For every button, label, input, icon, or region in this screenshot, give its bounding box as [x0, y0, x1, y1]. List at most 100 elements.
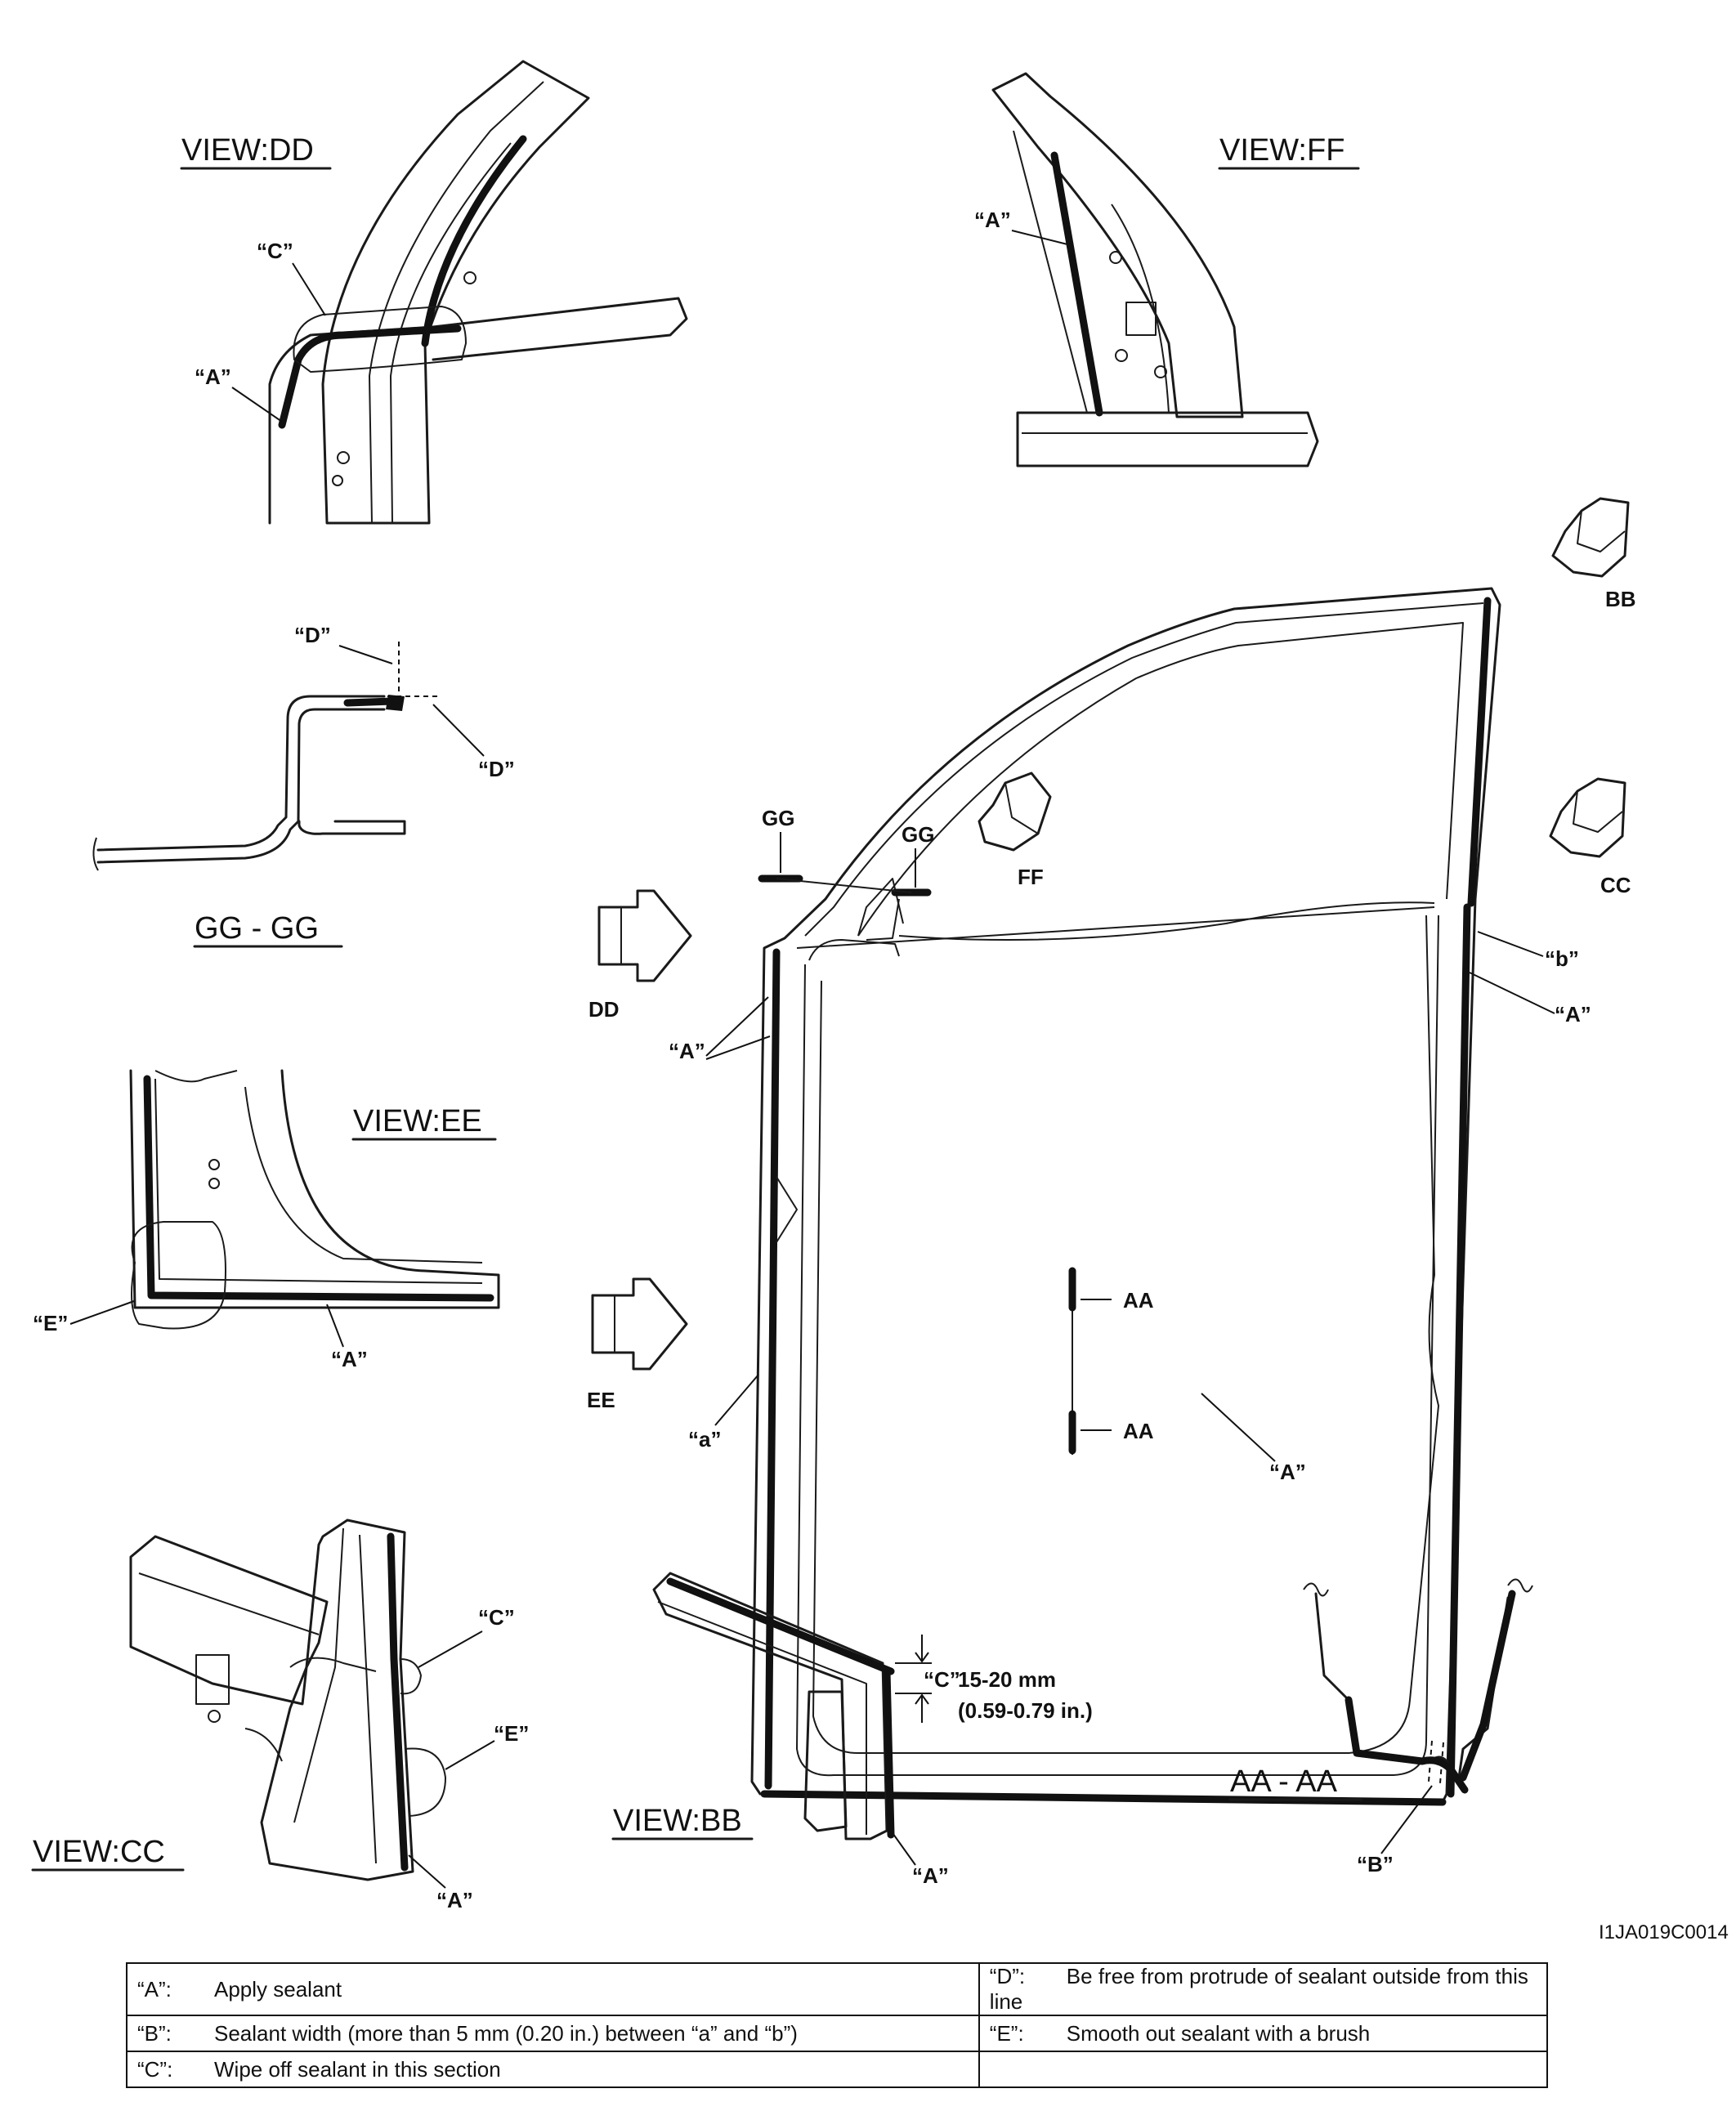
aa-sealant-inner: [1345, 1696, 1455, 1773]
aa-title: AA - AA: [1230, 1764, 1338, 1799]
gg-lower-flange: [298, 820, 406, 835]
cc-bracket: [195, 1654, 230, 1705]
door-inner-panel-2: [812, 915, 1439, 1754]
cc-label-c: “C”: [478, 1605, 515, 1630]
gg-leader-d-right: [432, 704, 485, 757]
legend-cell-d: “D”:Be free from protrude of sealant out…: [978, 1962, 1549, 2016]
legend-cell-b: “B”:Sealant width (more than 5 mm (0.20 …: [126, 2015, 980, 2052]
door-outer-outline: [750, 587, 1501, 1804]
aa-break-right: [1507, 1578, 1533, 1593]
ff-label-a: “A”: [974, 208, 1011, 232]
cc-leader-e: [445, 1740, 495, 1770]
ee-inner-edge: [154, 1078, 483, 1284]
cc-hole: [208, 1710, 221, 1723]
cc-wipe-zone: [400, 1658, 422, 1695]
view-arrow-dd: DD: [588, 889, 692, 1022]
door-belt-line-2: [796, 906, 1435, 949]
dd-wipe-zone: [293, 306, 467, 373]
cc-sealant: [387, 1532, 409, 1872]
arrow-dd-shape: [597, 889, 692, 982]
bb-dim-mm: 15-20 mm: [958, 1667, 1056, 1692]
legend-row: “C”:Wipe off sealant in this section: [126, 2051, 1549, 2088]
dd-pillar-outer: [321, 60, 590, 525]
door-label-a-rear: “A”: [1555, 1002, 1591, 1026]
door-inner-corner: [808, 939, 900, 961]
ff-cube-label: FF: [1018, 865, 1044, 889]
legend-key: “A”:: [137, 1976, 172, 2001]
ff-edge: [1013, 130, 1088, 414]
section-aa: “B” AA - AA: [1228, 1578, 1533, 1876]
aa-width-line-1: [1428, 1740, 1433, 1782]
arrow-ee-shape: [591, 1277, 688, 1371]
ff-leader-a: [1011, 230, 1072, 246]
door-sealant-rear: [1447, 903, 1471, 1798]
gg-label-d-right: “D”: [478, 757, 515, 781]
door-quarter: [866, 898, 900, 941]
gg-ref-right: GG: [902, 822, 934, 847]
aa-leader-b: [1380, 1785, 1433, 1854]
dd-sealant-bead: [278, 324, 462, 429]
door-front-bend: [776, 1176, 798, 1243]
door-leader-a-front-2: [705, 1035, 771, 1060]
door-vent-frame: [857, 878, 904, 937]
bb-dim-inch: (0.59-0.79 in.): [958, 1698, 1093, 1723]
view-bb: “C” 15-20 mm (0.59-0.79 in.) “A” VIEW:BB: [611, 1572, 1093, 1888]
view-cc: “C” “E” “A” VIEW:CC: [31, 1518, 529, 1912]
door-leader-a-rear: [1469, 972, 1555, 1014]
legend-cell-c: “C”:Wipe off sealant in this section: [126, 2051, 980, 2088]
door-label-b-lower: “b”: [1545, 946, 1579, 971]
front-door: GG GG AA AA “A” “A” “b” “A” “a”: [669, 587, 1591, 1806]
aa-outer-skin: [1459, 1590, 1516, 1782]
bb-cube-label: BB: [1605, 587, 1636, 611]
cc-cube: [1549, 777, 1626, 858]
dd-hole: [332, 475, 343, 486]
gg-sealant: [343, 697, 396, 707]
cc-pillar-inner: [359, 1534, 377, 1864]
legend-row: “B”:Sealant width (more than 5 mm (0.20 …: [126, 2015, 1549, 2052]
gg-leader-d-top: [338, 645, 393, 664]
legend-key: “E”:: [989, 2020, 1024, 2046]
dd-label-a: “A”: [195, 365, 231, 389]
figure-code: I1JA019C0014: [1599, 1921, 1729, 1943]
dd-lower-panel: [268, 325, 435, 525]
gg-ref-left: GG: [762, 806, 794, 830]
bb-sealant-top: [666, 1577, 895, 1675]
view-bb-title: VIEW:BB: [613, 1804, 742, 1838]
legend-table: “A”:Apply sealant “D”:Be free from protr…: [126, 1962, 1549, 2088]
door-sealant-front: [764, 948, 781, 1790]
view-marker-bb: BB: [1551, 497, 1636, 611]
view-marker-cc: CC: [1549, 777, 1631, 897]
bb-cube: [1551, 497, 1630, 578]
door-frame-inner: [857, 622, 1464, 937]
door-leader-a-front-1: [705, 996, 769, 1057]
legend-cell-empty: [978, 2051, 1549, 2088]
door-leader-a-bottom: [1201, 1393, 1276, 1462]
gg-panel-inner: [96, 708, 386, 864]
ee-top-notch: [154, 1070, 238, 1083]
view-ee-title: VIEW:EE: [353, 1104, 482, 1138]
gg-panel-outer: [96, 695, 386, 852]
ee-curve: [244, 1086, 483, 1264]
cc-pillar: [260, 1518, 414, 1881]
door-sealant-frame-rear: [1467, 597, 1492, 907]
ee-label-a: “A”: [331, 1347, 368, 1371]
ee-hole: [208, 1159, 220, 1170]
bb-label-a: “A”: [912, 1863, 949, 1888]
ff-pillar: [991, 72, 1244, 418]
cc-leader-a: [408, 1854, 446, 1889]
ee-leader-a: [326, 1304, 344, 1348]
legend-row: “A”:Apply sealant “D”:Be free from protr…: [126, 1962, 1549, 2016]
gg-sealant-end: [386, 695, 405, 711]
dd-leader-a: [231, 387, 285, 424]
bb-frame-outer: [652, 1572, 888, 1840]
legend-key: “D”:: [989, 1964, 1026, 1988]
bb-inner-trim: [803, 1690, 848, 1832]
ee-label-e: “E”: [33, 1311, 68, 1335]
cc-label-a: “A”: [436, 1888, 473, 1912]
legend-text: Wipe off sealant in this section: [214, 2056, 501, 2082]
ff-cube: [978, 772, 1052, 852]
cc-pillar-edge: [293, 1527, 344, 1823]
view-dd-title: VIEW:DD: [181, 133, 314, 168]
legend-text: Smooth out sealant with a brush: [1066, 2020, 1371, 2046]
